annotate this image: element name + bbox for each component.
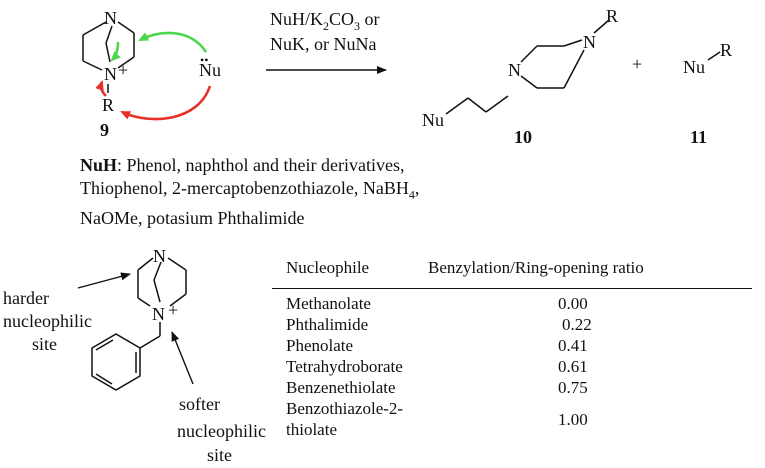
compound-9-n-plus: N	[104, 64, 117, 84]
table-row: Phthalimide 0.22	[272, 314, 752, 335]
benzyl-n-top: N	[153, 246, 166, 266]
table-row: Benzenethiolate 0.75	[272, 377, 752, 398]
harder-site-arrow	[77, 272, 131, 289]
table-header-row: Nucleophile Benzylation/Ring-opening rat…	[272, 258, 752, 289]
table-row: Phenolate 0.41	[272, 335, 752, 356]
plus-sign: +	[632, 54, 642, 74]
nuh-label: NuH	[80, 155, 118, 175]
nucleophile-cell: Benzothiazole-2-thiolate	[286, 399, 404, 439]
compound-9-r: R	[102, 95, 114, 115]
product-10-n-right: N	[583, 32, 596, 52]
product-10-nu: Nu	[422, 110, 444, 130]
product-11-r: R	[720, 40, 732, 60]
nucleophile-cell: Benzenethiolate	[286, 378, 396, 397]
product-10-structure	[445, 19, 610, 115]
red-attack-arrow	[120, 85, 212, 121]
column-header-nucleophile: Nucleophile	[272, 258, 428, 289]
ratio-cell: 0.00	[558, 294, 588, 313]
green-curved-bond-arrow	[110, 41, 121, 62]
nucleophile-cell: Tetrahydroborate	[286, 357, 403, 376]
product-10-number: 10	[514, 127, 532, 147]
compound-9-charge: +	[118, 60, 128, 80]
conditions-line-1: NuH/K2CO3 or	[270, 9, 380, 33]
nucleophile-cell: Methanolate	[286, 294, 371, 313]
nucleophile-label: Nu	[199, 60, 221, 80]
nucleophile-note-line-2: Thiophenol, 2-mercaptobenzothiazole, NaB…	[80, 178, 420, 202]
benzyl-salt-structure: N N + harder nucleophilic site softer nu…	[3, 246, 270, 465]
softer-site-label: softer nucleophilic site	[177, 394, 270, 465]
nucleophile-cell: Phthalimide	[286, 315, 369, 334]
column-header-ratio: Benzylation/Ring-opening ratio	[428, 258, 752, 289]
product-10-n-left: N	[508, 60, 521, 80]
ratio-cell: 0.75	[558, 378, 588, 397]
harder-site-label: harder nucleophilic site	[3, 288, 96, 354]
table-row: Methanolate 0.00	[272, 289, 752, 315]
ratio-cell: 0.22	[562, 315, 592, 334]
benzyl-charge: +	[168, 300, 178, 320]
benzyl-n-plus: N	[152, 304, 165, 324]
softer-site-arrow	[171, 331, 194, 385]
nucleophile-lone-pair: ••	[200, 53, 208, 67]
nucleophile-note-line-1: NuH: Phenol, naphthol and their derivati…	[80, 155, 405, 175]
green-attack-arrow	[138, 31, 208, 53]
product-10-r: R	[606, 6, 618, 26]
nucleophile-cell: Phenolate	[286, 336, 354, 355]
nucleophile-note: NuH: Phenol, naphthol and their derivati…	[80, 154, 540, 230]
ratio-cell: 1.00	[558, 409, 588, 429]
product-11-bond	[707, 51, 721, 61]
reaction-scheme: N N + R Nu •• 9 NuH/K2CO3 or NuK, or NuN…	[82, 6, 732, 147]
compound-9-n-top: N	[104, 8, 117, 28]
compound-9-number: 9	[100, 120, 109, 140]
table-row: Tetrahydroborate 0.61	[272, 356, 752, 377]
ratio-cell: 0.41	[558, 336, 588, 355]
nucleophile-note-line-3: NaOMe, potasium Phthalimide	[80, 207, 305, 228]
conditions-line-2: NuK, or NuNa	[270, 34, 376, 54]
ratio-cell: 0.61	[558, 357, 588, 376]
compound-9-structure	[82, 21, 135, 93]
product-11-number: 11	[690, 127, 707, 147]
product-11-nu: Nu	[683, 57, 705, 77]
table-row: Benzothiazole-2-thiolate 1.00	[272, 398, 752, 440]
benzylation-ratio-table: Nucleophile Benzylation/Ring-opening rat…	[272, 258, 752, 440]
red-curved-bond-arrow	[95, 80, 107, 97]
